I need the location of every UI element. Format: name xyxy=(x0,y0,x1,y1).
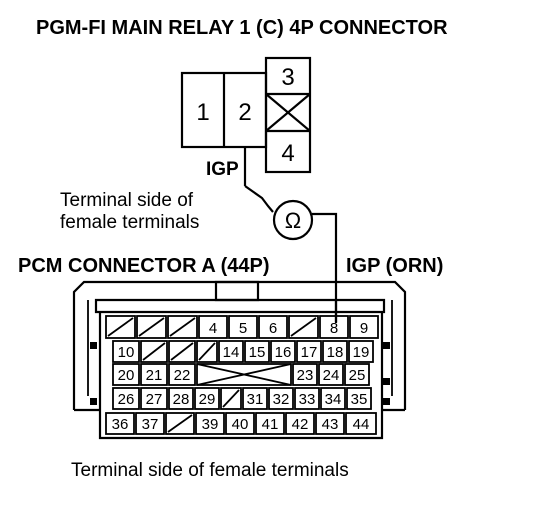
cavity-24: 24 xyxy=(323,367,340,384)
cavity-34: 34 xyxy=(325,391,342,408)
meter-note-line1: Terminal side of xyxy=(60,190,194,211)
cavity-44: 44 xyxy=(353,416,370,433)
cavity-43: 43 xyxy=(322,416,339,433)
cavity-23: 23 xyxy=(297,367,314,384)
cavity-41: 41 xyxy=(262,416,279,433)
cavity-6: 6 xyxy=(269,320,277,337)
cavity-29: 29 xyxy=(199,391,216,408)
pcm-cavity-grid xyxy=(105,315,379,435)
cavity-42: 42 xyxy=(292,416,309,433)
relay-pin-4: 4 xyxy=(281,140,294,167)
cavity-14: 14 xyxy=(223,344,240,361)
cavity-19: 19 xyxy=(353,344,370,361)
cavity-25: 25 xyxy=(349,367,366,384)
cavity-36: 36 xyxy=(112,416,129,433)
cavity-5: 5 xyxy=(239,320,247,337)
cavity-39: 39 xyxy=(202,416,219,433)
pcm-connector-title: PCM CONNECTOR A (44P) xyxy=(18,255,270,277)
test-wires xyxy=(243,147,338,323)
relay-probe-label: IGP xyxy=(206,159,239,180)
relay-connector-title: PGM-FI MAIN RELAY 1 (C) 4P CONNECTOR xyxy=(36,17,448,39)
cavity-4: 4 xyxy=(209,320,217,337)
cavity-17: 17 xyxy=(301,344,318,361)
cavity-33: 33 xyxy=(299,391,316,408)
cavity-40: 40 xyxy=(232,416,249,433)
relay-pin-1: 1 xyxy=(196,99,209,126)
cavity-10: 10 xyxy=(118,344,135,361)
cavity-15: 15 xyxy=(249,344,266,361)
cavity-9: 9 xyxy=(360,320,368,337)
relay-pin-3: 3 xyxy=(281,64,294,91)
cavity-26: 26 xyxy=(118,391,135,408)
cavity-22: 22 xyxy=(174,367,191,384)
cavity-31: 31 xyxy=(247,391,264,408)
cavity-21: 21 xyxy=(146,367,163,384)
relay-pin-2: 2 xyxy=(238,99,251,126)
relay-connector: 1 2 3 4 xyxy=(180,56,312,174)
svg-text:Ω: Ω xyxy=(285,208,301,233)
cavity-16: 16 xyxy=(275,344,292,361)
pcm-footer-note: Terminal side of female terminals xyxy=(71,460,349,481)
meter-note-line2: female terminals xyxy=(60,212,199,233)
pcm-connector-housing xyxy=(72,280,407,440)
cavity-20: 20 xyxy=(118,367,135,384)
pcm-wire-label: IGP (ORN) xyxy=(346,255,443,277)
cavity-8: 8 xyxy=(330,320,338,337)
pcm-cavity-labels: 4 5 6 8 9 10 14 15 16 17 18 19 20 21 22 … xyxy=(112,320,370,433)
cavity-28: 28 xyxy=(173,391,190,408)
cavity-35: 35 xyxy=(351,391,368,408)
cavity-32: 32 xyxy=(273,391,290,408)
cavity-18: 18 xyxy=(327,344,344,361)
cavity-27: 27 xyxy=(146,391,163,408)
cavity-37: 37 xyxy=(142,416,159,433)
ohmmeter-icon: Ω xyxy=(272,199,314,241)
